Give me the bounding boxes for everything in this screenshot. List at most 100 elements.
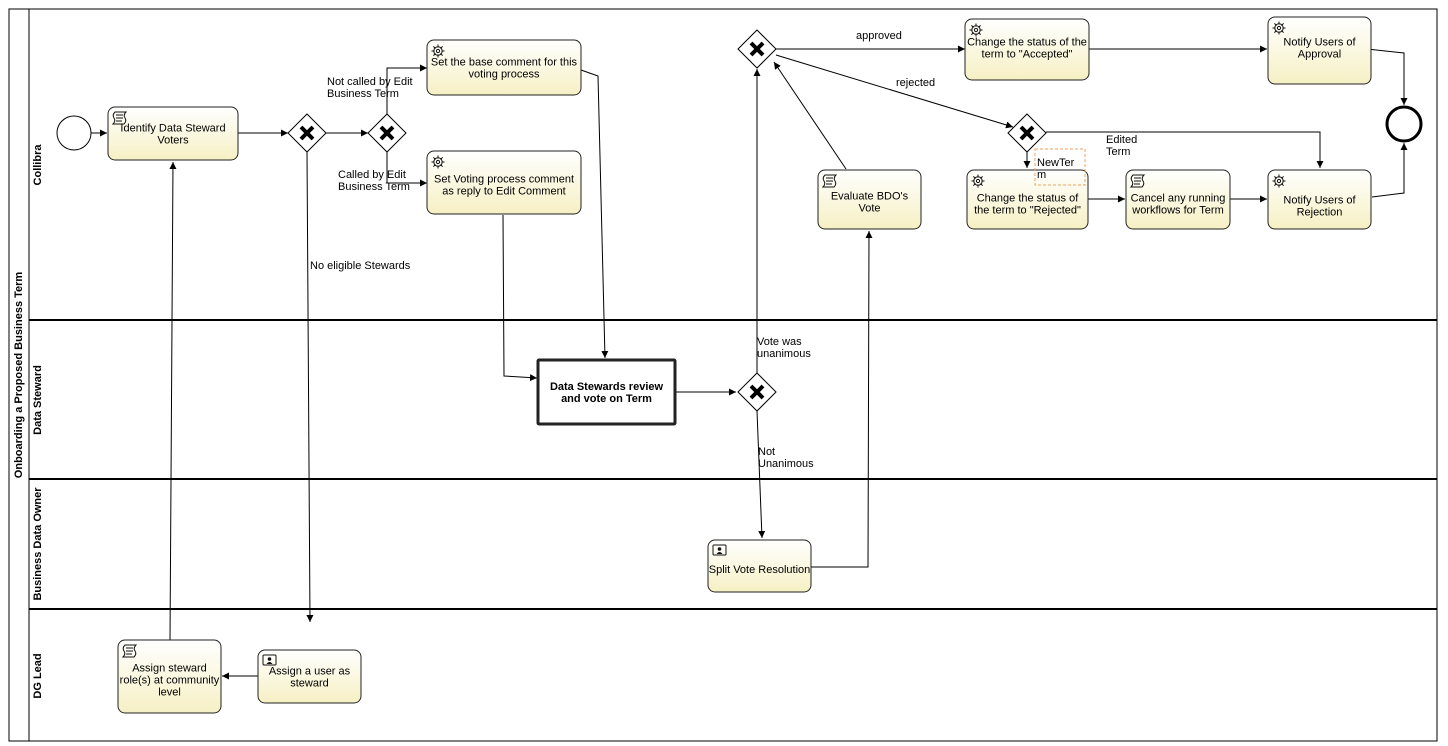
task-split-vote[interactable]: Split Vote Resolution	[707, 539, 812, 593]
sequence-flows	[91, 45, 1408, 680]
task-label-line: the term to "Rejected"	[974, 205, 1081, 217]
pool-title: Onboarding a Proposed Business Term	[13, 272, 25, 479]
task-label-line: Notify Users of	[1283, 195, 1356, 207]
exclusive-x-icon	[379, 125, 395, 141]
task-label-line: Set the base comment for this	[431, 57, 578, 69]
flow-split-vote-evaluate[interactable]	[811, 230, 873, 568]
flow-voting-reply-review[interactable]	[502, 214, 538, 382]
gateway-3[interactable]	[737, 372, 777, 412]
flow-labels: Not called by Edit Business Term Called …	[310, 30, 1137, 470]
exclusive-x-icon	[1019, 125, 1035, 141]
gear-icon	[971, 174, 985, 188]
task-label-line: Voters	[157, 135, 189, 147]
task-box	[964, 18, 1090, 81]
task-label-line: Identify Data Steward	[120, 123, 225, 135]
task-label-line: Set Voting process comment	[434, 174, 574, 186]
user-icon	[262, 654, 277, 666]
task-label-line: level	[158, 687, 181, 699]
start-event[interactable]	[56, 115, 92, 151]
task-label-line: Vote	[858, 203, 880, 215]
flow-notify-approval-end[interactable]	[1366, 48, 1408, 105]
gateway-1[interactable]	[287, 113, 327, 153]
flow-evaluate-gw4[interactable]	[773, 61, 847, 170]
flow-base-comment-review[interactable]	[580, 69, 609, 359]
task-label-line: Approval	[1298, 49, 1341, 61]
gateway-4[interactable]	[737, 29, 777, 69]
lane-label-data-steward: Data Steward	[32, 365, 44, 435]
label-edited-term-line-1: Edited	[1106, 134, 1137, 146]
flow-gw2-voting-reply[interactable]	[386, 152, 427, 187]
task-label-line: Rejection	[1297, 207, 1343, 219]
task-box	[966, 169, 1089, 230]
flow-gw1-assign-user[interactable]	[306, 151, 314, 623]
task-label-line: Notify Users of	[1283, 37, 1356, 49]
exclusive-x-icon	[749, 41, 765, 57]
label-not-called-line-2: Business Term	[327, 88, 399, 100]
new-term-label-box	[1034, 148, 1086, 186]
flow-notify-rejection-end[interactable]	[1371, 143, 1408, 198]
script-icon	[121, 644, 138, 658]
label-rejected: rejected	[896, 77, 935, 89]
gear-icon	[1272, 21, 1286, 35]
task-label-line: as reply to Edit Comment	[442, 186, 566, 198]
script-icon	[111, 111, 128, 125]
task-box	[707, 539, 812, 593]
label-not-called-line-1: Not called by Edit	[327, 76, 413, 88]
end-event[interactable]	[1385, 105, 1423, 143]
gear-icon	[969, 23, 983, 37]
pool-border	[8, 8, 1438, 742]
flow-assign-role-identify[interactable]	[169, 161, 177, 641]
gateway-5[interactable]	[1007, 113, 1047, 153]
task-label-line: workflows for Term	[1131, 205, 1223, 217]
task-box	[117, 639, 222, 714]
flow-gw5-notify-rejection[interactable]	[1046, 131, 1324, 168]
pool: Onboarding a Proposed Business Term Coll…	[8, 8, 1438, 742]
task-box	[817, 169, 922, 230]
label-new-term-line-1: NewTer	[1037, 157, 1075, 169]
flow-gw2-base-comment[interactable]	[386, 64, 427, 114]
task-box	[1267, 16, 1372, 85]
task-label-line: Data Stewards review	[550, 381, 664, 393]
label-not-unanimous-line-1: Not	[758, 446, 775, 458]
task-box	[536, 358, 677, 426]
label-edited-term-line-2: Term	[1106, 146, 1130, 158]
lane-label-dg-lead: DG Lead	[32, 653, 44, 698]
label-called-line-2: Business Term	[338, 181, 410, 193]
lane-label-business-data-owner: Business Data Owner	[32, 487, 44, 601]
label-no-eligible: No eligible Stewards	[310, 260, 411, 272]
task-box	[426, 150, 582, 215]
gear-icon	[1272, 174, 1286, 188]
task-label-line: Split Vote Resolution	[709, 564, 811, 576]
task-label-line: Assign a user as	[269, 666, 351, 678]
task-label-line: Cancel any running	[1131, 193, 1226, 205]
flow-gw3-split-vote[interactable]	[756, 410, 766, 539]
script-icon	[1129, 174, 1146, 188]
gear-icon	[431, 44, 445, 58]
task-label-line: and vote on Term	[561, 393, 652, 405]
flow-gw4-gw5[interactable]	[775, 54, 1014, 129]
label-unanimous-line-1: Vote was	[757, 336, 802, 348]
lane-label-collibra: Collibra	[32, 144, 44, 186]
gear-icon	[431, 155, 445, 169]
label-not-unanimous-line-2: Unanimous	[758, 458, 814, 470]
label-unanimous-line-2: unanimous	[757, 348, 811, 360]
task-box	[1125, 169, 1231, 230]
task-label-line: Change the status of the	[967, 37, 1087, 49]
gateway-2[interactable]	[367, 113, 407, 153]
exclusive-x-icon	[299, 125, 315, 141]
script-icon	[821, 174, 838, 188]
task-label-line: term to "Accepted"	[982, 49, 1073, 61]
